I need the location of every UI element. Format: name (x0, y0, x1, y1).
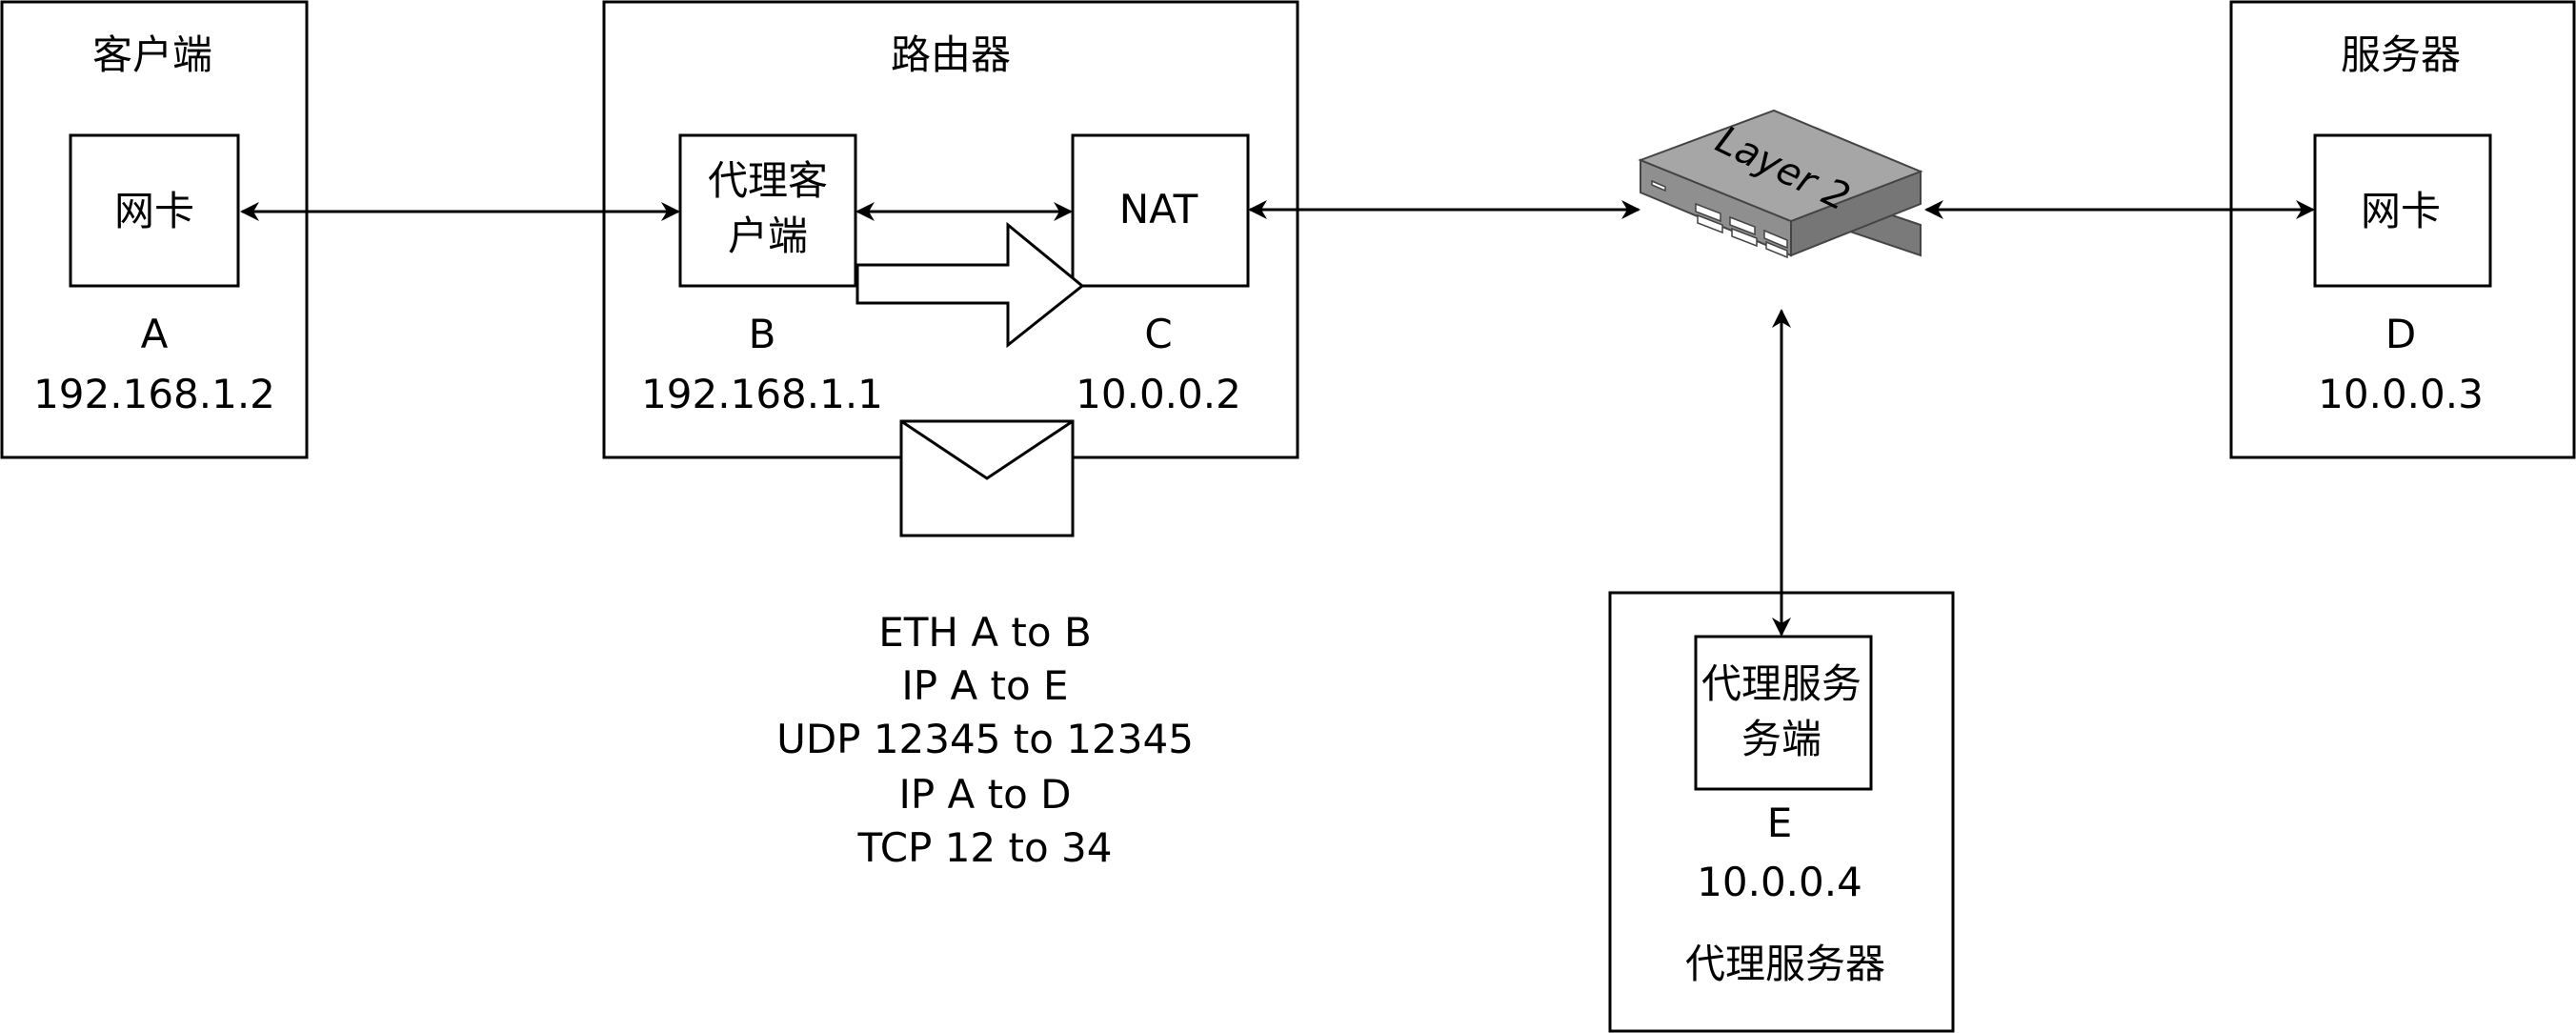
server-node-id: D (2385, 311, 2416, 357)
router-container: 路由器 代理客 户端 B 192.168.1.1 NAT C 10.0.0.2 (602, 0, 1299, 459)
server-nic-label: 网卡 (2361, 188, 2441, 234)
packet-line-inner-ip: IP A to D (898, 771, 1071, 818)
proxy-server-title: 代理服务器 (1685, 941, 1885, 987)
proxy-service-box (1694, 635, 1873, 791)
client-node-id: A (141, 311, 169, 357)
nat-ip: 10.0.0.2 (1076, 371, 1241, 417)
envelope-icon (899, 419, 1075, 537)
layer2-switch-icon: Layer 2 (1638, 109, 1923, 259)
proxy-service-label-line2: 务端 (1741, 716, 1821, 762)
server-ip: 10.0.0.3 (2318, 371, 2484, 417)
server-title: 服务器 (2341, 31, 2461, 78)
client-ip: 192.168.1.2 (33, 371, 275, 417)
packet-header-stack: ETH A to B IP A to E UDP 12345 to 12345 … (776, 609, 1194, 871)
packet-line-eth: ETH A to B (878, 609, 1092, 656)
packet-line-tcp: TCP 12 to 34 (857, 824, 1113, 871)
nat-box (1071, 133, 1250, 288)
packet-line-outer-ip: IP A to E (901, 662, 1068, 709)
client-container: 客户端 网卡 A 192.168.1.2 (0, 0, 309, 459)
proxy-client-label-line1: 代理客 (708, 157, 828, 204)
proxy-client-node-id: B (749, 311, 776, 357)
proxy-server-container: 代理服务 务端 E 10.0.0.4 代理服务器 (1608, 591, 1955, 1033)
client-title: 客户端 (92, 31, 212, 78)
server-nic-box (2313, 133, 2492, 288)
nat-label: NAT (1119, 186, 1198, 233)
proxy-client-label-line2: 户端 (728, 213, 808, 259)
client-nic-box (69, 133, 240, 288)
proxy-service-label-line1: 代理服务 (1701, 660, 1862, 707)
server-container: 服务器 网卡 D 10.0.0.3 (2229, 0, 2576, 459)
client-nic-label: 网卡 (114, 188, 194, 234)
proxy-server-ip: 10.0.0.4 (1697, 859, 1862, 905)
proxy-server-node-id: E (1767, 800, 1793, 846)
router-title: 路由器 (891, 31, 1011, 78)
proxy-client-ip: 192.168.1.1 (641, 371, 883, 417)
forward-arrow-icon (855, 221, 1085, 349)
nat-node-id: C (1144, 311, 1172, 357)
packet-line-udp: UDP 12345 to 12345 (776, 716, 1194, 762)
